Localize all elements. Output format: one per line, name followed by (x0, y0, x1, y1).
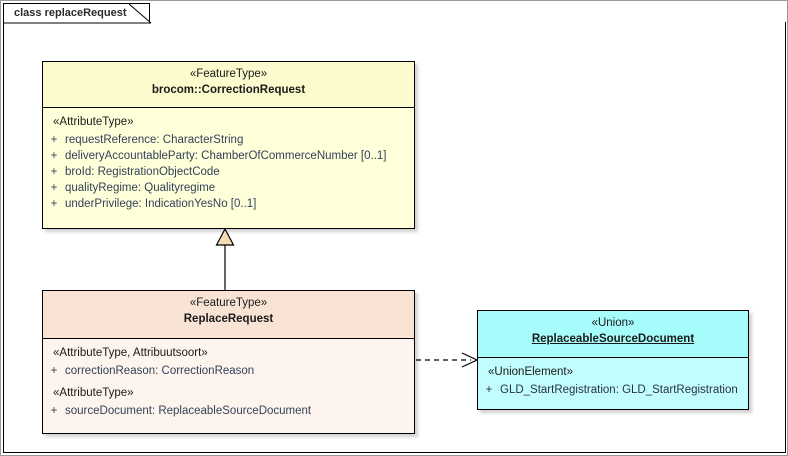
attribute-text: sourceDocument: ReplaceableSourceDocumen… (65, 405, 312, 417)
attribute-row: + sourceDocument: ReplaceableSourceDocum… (43, 403, 414, 419)
class-box-replaceable-source-document[interactable]: «Union» ReplaceableSourceDocument «Union… (477, 310, 749, 410)
attribute-row: + deliveryAccountableParty: ChamberOfCom… (43, 148, 414, 164)
class-box-correction-request[interactable]: «FeatureType» brocom::CorrectionRequest … (42, 61, 415, 229)
attribute-row: + qualityRegime: Qualityregime (43, 180, 414, 196)
attribute-visibility: + (50, 182, 58, 194)
attribute-group-stereotype: «AttributeType, Attribuutsoort» (53, 347, 208, 359)
attribute-text: deliveryAccountableParty: ChamberOfComme… (65, 150, 387, 162)
class-header-replaceable-source-document: «Union» ReplaceableSourceDocument (478, 311, 748, 358)
connector-dependency[interactable] (416, 352, 479, 368)
class-stereotype: «FeatureType» (189, 297, 268, 309)
class-stereotype: «FeatureType» (189, 68, 268, 80)
diagram-frame-tab: class replaceRequest (3, 3, 150, 23)
attribute-group-stereotype: «AttributeType» (53, 387, 134, 399)
attribute-visibility: + (50, 150, 58, 162)
class-name: ReplaceRequest (183, 313, 274, 325)
class-stereotype: «Union» (591, 317, 635, 329)
class-name: brocom::CorrectionRequest (151, 84, 306, 96)
attribute-text: GLD_StartRegistration: GLD_StartRegistra… (500, 384, 738, 396)
diagram-frame-label: class replaceRequest (14, 7, 127, 19)
attribute-text: qualityRegime: Qualityregime (65, 182, 216, 194)
class-body-correction-request: «AttributeType» + requestReference: Char… (43, 108, 414, 228)
attribute-visibility: + (50, 365, 58, 377)
class-body-replaceable-source-document: «UnionElement» + GLD_StartRegistration: … (478, 358, 748, 409)
class-body-replace-request: «AttributeType, Attribuutsoort» + correc… (43, 339, 414, 433)
attribute-row: + underPrivilege: IndicationYesNo [0..1] (43, 196, 414, 212)
class-header-correction-request: «FeatureType» brocom::CorrectionRequest (43, 62, 414, 108)
attribute-visibility: + (485, 384, 493, 396)
attribute-row: + GLD_StartRegistration: GLD_StartRegist… (478, 382, 748, 398)
class-name: ReplaceableSourceDocument (531, 333, 695, 345)
class-box-replace-request[interactable]: «FeatureType» ReplaceRequest «AttributeT… (42, 290, 415, 434)
attribute-group-stereotype: «AttributeType» (53, 116, 134, 128)
attribute-group-stereotype: «UnionElement» (488, 366, 574, 378)
attribute-text: requestReference: CharacterString (65, 134, 244, 146)
attribute-row: + broId: RegistrationObjectCode (43, 164, 414, 180)
attribute-visibility: + (50, 134, 58, 146)
attribute-text: underPrivilege: IndicationYesNo [0..1] (65, 198, 257, 210)
attribute-row: + requestReference: CharacterString (43, 132, 414, 148)
attribute-visibility: + (50, 405, 58, 417)
attribute-visibility: + (50, 166, 58, 178)
attribute-row: + correctionReason: CorrectionReason (43, 363, 414, 379)
attribute-text: correctionReason: CorrectionReason (65, 365, 255, 377)
class-header-replace-request: «FeatureType» ReplaceRequest (43, 291, 414, 339)
connector-generalization[interactable] (215, 227, 235, 290)
attribute-visibility: + (50, 198, 58, 210)
attribute-text: broId: RegistrationObjectCode (65, 166, 220, 178)
